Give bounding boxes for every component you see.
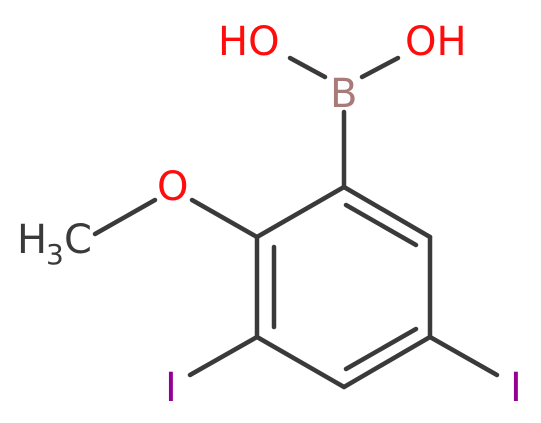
iodine-left-label: I bbox=[165, 365, 177, 411]
iodine-right-label: I bbox=[510, 365, 522, 411]
ring-bond-c4-c3 bbox=[254, 334, 347, 390]
ring-bond-c1-c6 bbox=[341, 184, 433, 240]
hydroxyl-right-label: OH bbox=[405, 19, 467, 65]
ring-double-c1-c6 bbox=[343, 202, 419, 248]
bond-b-oh-right bbox=[359, 55, 401, 80]
bond-ring-o bbox=[189, 197, 260, 240]
methyl-subscript: 3 bbox=[46, 238, 64, 271]
ring-bond-c5-c4 bbox=[341, 334, 433, 390]
bond-ring-i-left bbox=[187, 334, 260, 378]
bond-b-ho-left bbox=[287, 55, 328, 80]
atom-labels: HO OH B O H 3 C I I bbox=[17, 19, 522, 411]
bond-ring-i-right bbox=[427, 334, 500, 378]
bonds bbox=[92, 55, 500, 390]
methyl-c-label: C bbox=[64, 217, 92, 263]
ring-bond-c2-c1 bbox=[254, 184, 347, 240]
ring-double-c5-c4 bbox=[343, 326, 419, 372]
bond-o-ch3 bbox=[92, 197, 158, 237]
oxygen-methoxy-label: O bbox=[157, 164, 188, 210]
methyl-h-label: H bbox=[17, 217, 47, 263]
hydroxyl-left-label: HO bbox=[218, 19, 280, 65]
boron-label: B bbox=[330, 71, 357, 117]
